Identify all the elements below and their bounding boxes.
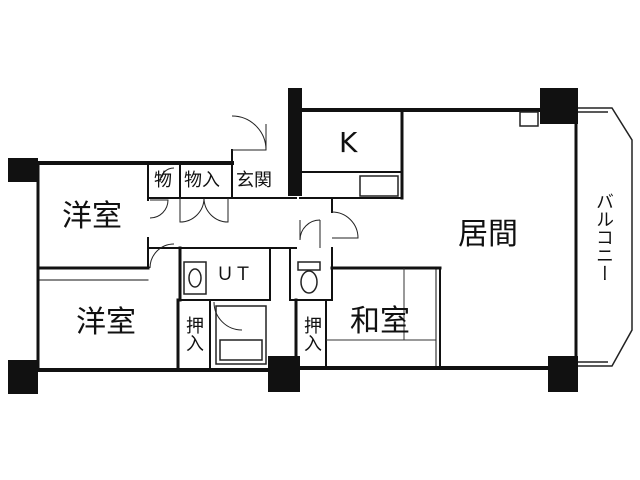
column <box>540 88 578 124</box>
toilet-tank <box>297 261 321 271</box>
washbasin <box>183 261 207 295</box>
western-room-bottom-label: 洋室 <box>76 305 136 340</box>
storage-small-label: 物 <box>154 170 172 191</box>
utility-label: ＵＴ <box>216 264 252 285</box>
closet-left-label: 押入 <box>183 316 204 352</box>
tatami-lines <box>326 268 436 341</box>
walls <box>36 108 578 372</box>
bathtub <box>215 305 267 365</box>
column <box>8 158 38 182</box>
fridge-space <box>519 111 539 127</box>
column <box>288 88 302 196</box>
japanese-room-label: 和室 <box>350 304 410 339</box>
closet-right-label: 押入 <box>301 316 322 352</box>
column <box>548 356 578 392</box>
fixtures <box>183 111 539 365</box>
balcony-outline <box>578 107 633 367</box>
living-room-label: 居間 <box>458 217 518 252</box>
entrance-label: 玄関 <box>236 170 272 191</box>
western-room-top-label: 洋室 <box>62 199 122 234</box>
balcony-label: バルコニー <box>593 192 614 282</box>
door-swings <box>149 115 359 331</box>
column <box>8 360 38 394</box>
toilet-bowl <box>300 270 318 294</box>
kitchen-sink <box>359 175 399 197</box>
kitchen-label: K <box>339 126 358 159</box>
storage-entry-label: 物入 <box>184 170 220 191</box>
